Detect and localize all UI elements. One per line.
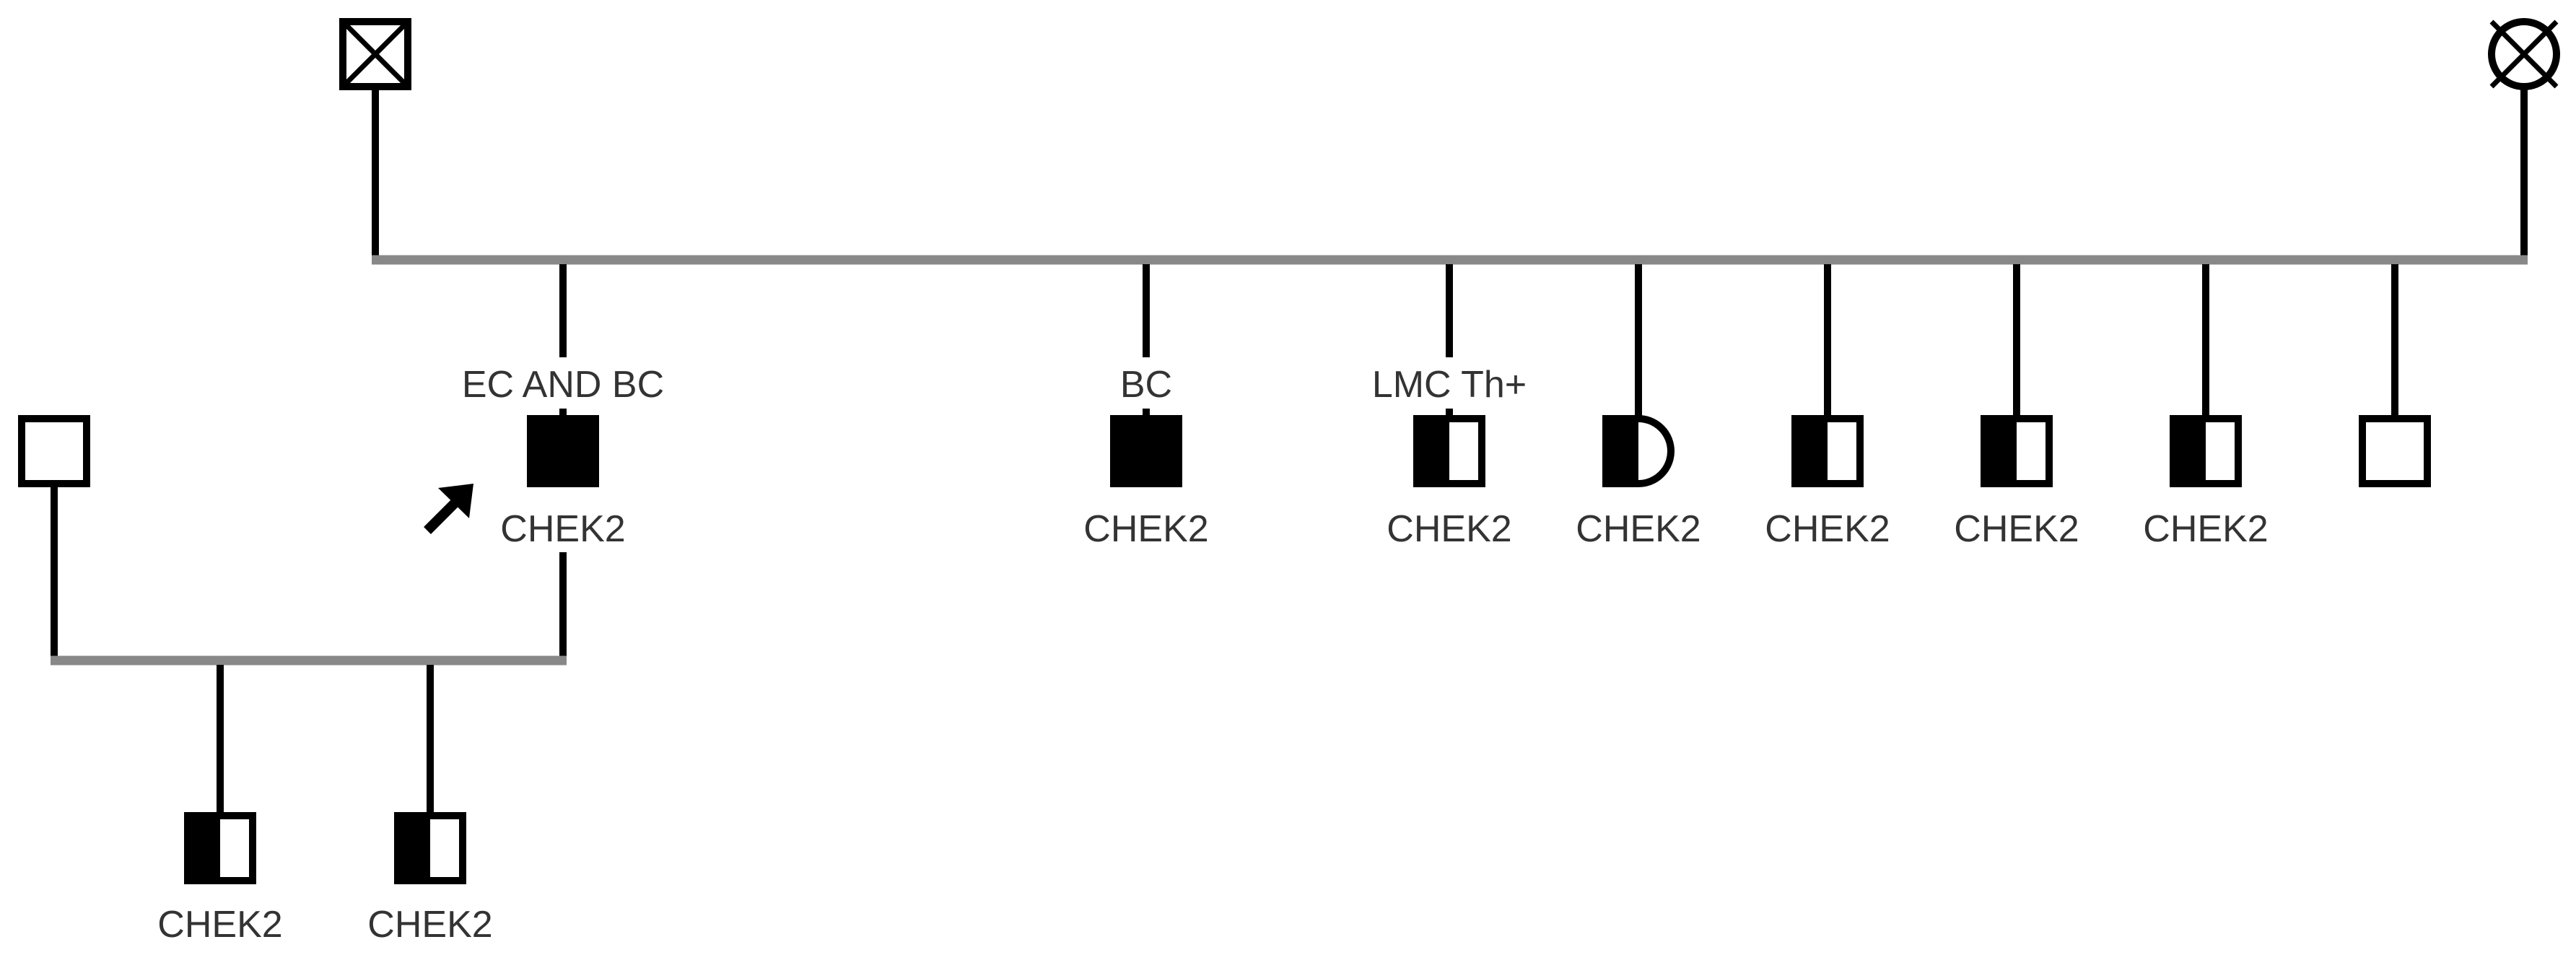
sibling-5[interactable] [1791,415,1864,487]
sibling-6[interactable] [1981,415,2053,487]
proband[interactable] [527,415,599,487]
gene-label-sibling-female: CHEK2 [1576,508,1700,550]
sibling-7[interactable] [2170,415,2242,487]
gene-label-sibling-5: CHEK2 [1765,508,1890,550]
grandmother[interactable] [2488,18,2560,90]
sibling-female[interactable] [1602,415,1675,487]
gene-label-child-1: CHEK2 [157,904,282,946]
sibling-8[interactable] [2359,415,2431,487]
sibling-bc[interactable] [1110,415,1182,487]
gene-label-sibling-6: CHEK2 [1954,508,2079,550]
gene-label-sibling-lmc: CHEK2 [1387,508,1511,550]
gene-label-child-2: CHEK2 [367,904,492,946]
gene-label-sibling-bc: CHEK2 [1083,508,1208,550]
child-1[interactable] [184,812,256,884]
condition-label-sibling-lmc: LMC Th+ [1372,364,1527,406]
proband-arrow-icon [424,484,473,534]
gene-label-sibling-7: CHEK2 [2143,508,2268,550]
child-2[interactable] [394,812,466,884]
grandfather[interactable] [339,18,411,90]
gene-label-proband: CHEK2 [500,508,625,550]
condition-label-proband: EC AND BC [462,364,664,406]
proband-spouse[interactable] [18,415,90,487]
sibling-lmc[interactable] [1413,415,1485,487]
condition-label-sibling-bc: BC [1120,364,1172,406]
